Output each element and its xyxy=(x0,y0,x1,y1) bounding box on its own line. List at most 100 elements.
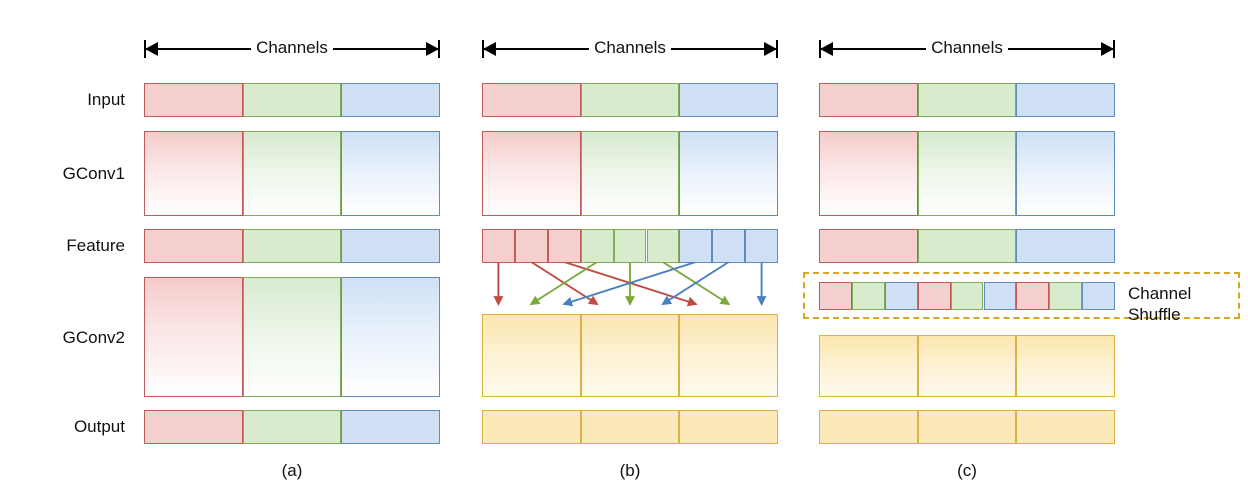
conv-group-blue xyxy=(679,131,778,216)
shuffle-cell-3 xyxy=(884,282,918,310)
panel-a-row-output xyxy=(144,410,440,444)
feature-group-red xyxy=(144,229,243,263)
channel-shuffle-label: Channel Shuffle xyxy=(1128,283,1238,325)
axis-caption: Channels xyxy=(819,36,1115,60)
panel-c-row-gconv1 xyxy=(819,131,1115,216)
feature-cell-r1 xyxy=(482,229,515,263)
output-group-1 xyxy=(819,410,918,444)
panel-c-row-input xyxy=(819,83,1115,117)
output-group-2 xyxy=(580,410,680,444)
shuffle-cell-2 xyxy=(851,282,885,310)
arrow-right-icon xyxy=(426,42,439,56)
arrow-left-icon xyxy=(483,42,496,56)
shuffle-cell-8 xyxy=(1049,282,1083,310)
conv-group-blue xyxy=(341,131,440,216)
output-group-blue xyxy=(341,410,440,444)
channel-group-red xyxy=(482,83,581,117)
output-group-green xyxy=(242,410,342,444)
channel-shuffle-arrows xyxy=(493,262,767,307)
feature-cell-r2 xyxy=(514,229,548,263)
panel-a-row-feature xyxy=(144,229,440,263)
shuffle-cell-5 xyxy=(950,282,984,310)
panel-b-row-input xyxy=(482,83,778,117)
conv2-group-1 xyxy=(482,314,581,397)
feature-cell-b2 xyxy=(712,229,746,263)
conv2-group-1 xyxy=(819,335,918,397)
channel-group-green xyxy=(242,83,342,117)
channel-group-red xyxy=(819,83,918,117)
conv2-group-green xyxy=(242,277,342,397)
output-group-3 xyxy=(679,410,778,444)
panel-c-row-output xyxy=(819,410,1115,444)
arrow-left-icon xyxy=(820,42,833,56)
channel-group-green xyxy=(917,83,1017,117)
feature-cell-g2 xyxy=(613,229,647,263)
panel-c-row-gconv2 xyxy=(819,335,1115,397)
channel-group-blue xyxy=(1016,83,1115,117)
row-label-feature: Feature xyxy=(66,236,125,255)
conv-group-red xyxy=(482,131,581,216)
channel-shuffle-label-line1: Channel xyxy=(1128,284,1192,303)
feature-cell-b1 xyxy=(679,229,713,263)
conv2-group-red xyxy=(144,277,243,397)
row-label-gconv2: GConv2 xyxy=(62,328,125,347)
feature-cell-b3 xyxy=(745,229,778,263)
row-label-output: Output xyxy=(73,417,125,436)
channels-axis-c: Channels xyxy=(819,36,1115,62)
arrow-right-icon xyxy=(1101,42,1114,56)
panel-a-row-input xyxy=(144,83,440,117)
panel-caption-c: (c) xyxy=(957,461,977,480)
panel-caption-a: (a) xyxy=(281,461,303,480)
output-group-1 xyxy=(482,410,581,444)
panel-a-row-gconv2 xyxy=(144,277,440,397)
panel-b-row-feature xyxy=(482,229,778,263)
shuffle-cell-4 xyxy=(917,282,951,310)
conv-group-red xyxy=(819,131,918,216)
channel-shuffle-label-line2: Shuffle xyxy=(1128,305,1181,324)
channels-axis-a: Channels xyxy=(144,36,440,62)
conv2-group-2 xyxy=(580,314,680,397)
panel-a-row-gconv1 xyxy=(144,131,440,216)
channels-axis-b: Channels xyxy=(482,36,778,62)
output-group-2 xyxy=(917,410,1017,444)
conv-group-red xyxy=(144,131,243,216)
panel-b-row-gconv2 xyxy=(482,314,778,397)
feature-cell-r3 xyxy=(547,229,581,263)
channel-group-blue xyxy=(679,83,778,117)
conv2-group-blue xyxy=(341,277,440,397)
output-group-red xyxy=(144,410,243,444)
shuffle-cell-6 xyxy=(983,282,1017,310)
conv-group-blue xyxy=(1016,131,1115,216)
channel-shuffle-box xyxy=(803,272,1240,319)
shuffle-cell-7 xyxy=(1016,282,1050,310)
panel-b-row-output xyxy=(482,410,778,444)
shuffle-cell-1 xyxy=(819,282,852,310)
feature-group-blue xyxy=(1016,229,1115,263)
conv-group-green xyxy=(242,131,342,216)
panel-b-row-gconv1 xyxy=(482,131,778,216)
feature-group-green xyxy=(917,229,1017,263)
feature-group-red xyxy=(819,229,918,263)
feature-cell-g1 xyxy=(580,229,614,263)
conv2-group-2 xyxy=(917,335,1017,397)
axis-caption: Channels xyxy=(144,36,440,60)
shuffle-cell-9 xyxy=(1082,282,1115,310)
axis-caption: Channels xyxy=(482,36,778,60)
arrow-left-icon xyxy=(145,42,158,56)
channel-group-red xyxy=(144,83,243,117)
feature-cell-g3 xyxy=(646,229,680,263)
conv2-group-3 xyxy=(1016,335,1115,397)
conv2-group-3 xyxy=(679,314,778,397)
channel-group-green xyxy=(580,83,680,117)
panel-c-row-shuffle xyxy=(819,282,1115,310)
panel-c-row-feature xyxy=(819,229,1115,263)
conv-group-green xyxy=(580,131,680,216)
feature-group-green xyxy=(242,229,342,263)
row-label-gconv1: GConv1 xyxy=(62,164,125,183)
conv-group-green xyxy=(917,131,1017,216)
arrow-right-icon xyxy=(764,42,777,56)
channel-group-blue xyxy=(341,83,440,117)
output-group-3 xyxy=(1016,410,1115,444)
feature-group-blue xyxy=(341,229,440,263)
